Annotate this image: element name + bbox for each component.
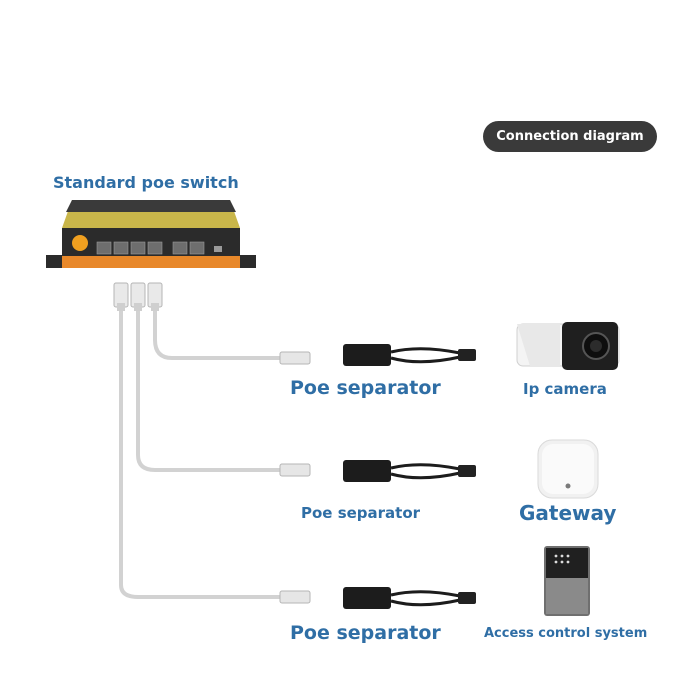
device-label-ip-camera: Ip camera bbox=[523, 380, 607, 398]
connection-diagram-badge: Connection diagram bbox=[483, 121, 657, 152]
poe-separator-3 bbox=[343, 587, 476, 609]
wireless-gateway-icon bbox=[537, 439, 599, 499]
cable-to-separator-3 bbox=[119, 308, 284, 599]
poe-switch bbox=[46, 200, 256, 268]
switch-label: Standard poe switch bbox=[53, 173, 239, 192]
poe-separator-1 bbox=[343, 344, 476, 366]
cable-to-separator-2 bbox=[136, 308, 284, 472]
access-control-panel-icon bbox=[544, 546, 590, 616]
ethernet-cables bbox=[119, 308, 284, 599]
separator-label-1: Poe separator bbox=[290, 377, 441, 399]
ip-camera-icon bbox=[516, 322, 620, 370]
separator-label-3: Poe separator bbox=[290, 622, 441, 644]
device-label-access-control: Access control system bbox=[484, 626, 648, 641]
rj45-plugs-at-separators bbox=[279, 351, 311, 604]
poe-separator-2 bbox=[343, 460, 476, 482]
brand-logo-icon bbox=[72, 235, 88, 251]
cable-to-separator-1 bbox=[153, 308, 284, 360]
separator-label-2: Poe separator bbox=[301, 504, 421, 522]
rj45-plugs-at-switch bbox=[113, 282, 163, 311]
device-label-gateway: Gateway bbox=[519, 501, 617, 525]
